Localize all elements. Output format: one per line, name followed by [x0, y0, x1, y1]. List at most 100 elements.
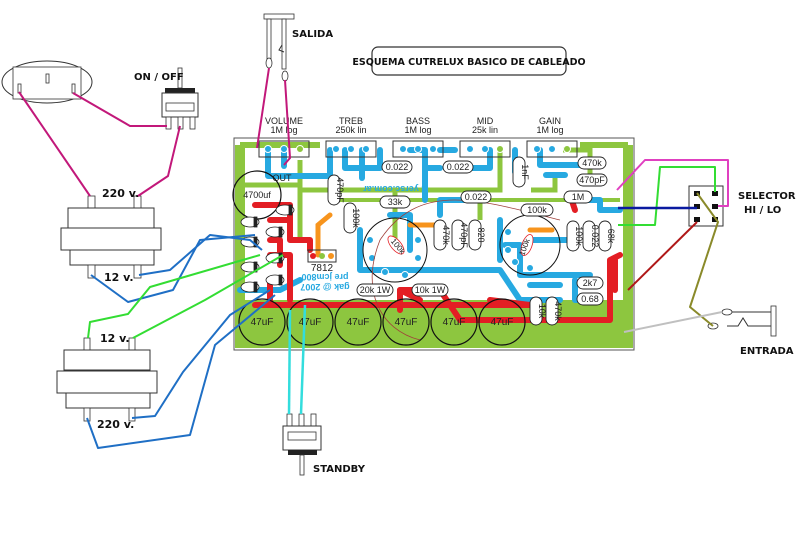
component-c-1nF: 1nF	[512, 156, 530, 188]
component-label: 33k	[388, 197, 403, 207]
pot-footprint-treb	[325, 140, 377, 158]
component-r-100k-b: 100k	[343, 202, 361, 234]
wire-mains-2	[72, 92, 167, 127]
filter-cap-5-label: 47uF	[443, 317, 466, 328]
filter-cap-2-label: 47uF	[299, 317, 322, 328]
pot-volume-name: VOLUME	[265, 116, 303, 126]
component-label: 0.022	[447, 162, 470, 172]
input-jack-label: ENTRADA	[740, 346, 794, 357]
component-label: 0.022	[590, 225, 600, 248]
title-box: ESQUEMA CUTRELUX BASICO DE CABLEADO	[352, 46, 586, 76]
vertical-components: 470pF 100k 1nF 470k 470pF 820 100k 0.022 68k 10k 4…	[327, 156, 616, 326]
component-c-0022-c: 0.022	[460, 190, 492, 204]
filter-capacitors: 47uF 47uF 47uF 47uF 47uF 47uF	[238, 298, 526, 346]
wire-12v-top-b	[138, 234, 263, 276]
out-label: OUT	[273, 173, 293, 183]
pot-footprint-bass	[392, 140, 444, 158]
component-label: 0.68	[581, 294, 599, 304]
component-r-068: 0.68	[576, 292, 604, 306]
component-label: 10k 1W	[415, 285, 446, 295]
wire-12v-bottom-b	[132, 254, 284, 339]
filter-cap-6	[478, 298, 526, 346]
wire-standby-a	[287, 309, 292, 415]
filter-cap-4	[382, 298, 430, 346]
filter-cap-5	[430, 298, 478, 346]
component-label: 470pF	[459, 222, 469, 248]
wire-220-bottom-b	[131, 289, 271, 419]
component-label: 470k	[441, 225, 451, 245]
component-c-470pF-treb: 470pF	[327, 174, 345, 206]
pot-mid-name: MID	[477, 116, 494, 126]
pot-bass-value: 1M log	[404, 125, 431, 135]
power-switch-label: ON / OFF	[134, 72, 184, 83]
capacitor-4700uf-label: 4700uf	[243, 190, 271, 200]
regulator-7812-label: 7812	[311, 263, 334, 274]
component-label: 820	[476, 227, 486, 242]
selector-mode-label: HI / LO	[744, 205, 781, 216]
pot-footprint-gain	[526, 140, 578, 158]
component-c-0022-d: 0.022	[582, 220, 600, 252]
component-label: 100k	[527, 205, 547, 215]
component-c-470pF-b: 470pF	[451, 219, 469, 251]
filter-cap-3-label: 47uF	[347, 317, 370, 328]
pot-treb-name: TREB	[339, 116, 363, 126]
wire-mains-3	[137, 125, 181, 197]
input-jack[interactable]	[707, 305, 777, 337]
standby-switch[interactable]	[282, 413, 322, 476]
component-label: 470k	[582, 158, 602, 168]
wire-selector-pink	[616, 159, 729, 207]
transformer-top	[60, 195, 162, 279]
pot-footprint-mid	[459, 140, 511, 158]
pot-mid-value: 25k lin	[472, 125, 498, 135]
transformer-bottom	[56, 337, 158, 422]
component-label: 470k	[553, 301, 563, 321]
component-label: 470pF	[335, 177, 345, 203]
pot-gain-name: GAIN	[539, 116, 561, 126]
wire-output-tip	[283, 79, 291, 166]
pcb-board: OUT d yersc.com.ar pre jcm800 gak @ 2007…	[232, 137, 635, 351]
filter-cap-2	[286, 298, 334, 346]
component-r-100k-a: 100k	[520, 203, 554, 217]
component-label: 0.022	[465, 192, 488, 202]
wire-selector-green	[618, 166, 716, 226]
filter-cap-4-label: 47uF	[395, 317, 418, 328]
component-label: 100k	[351, 208, 361, 228]
credit-website: d yersc.com.ar	[363, 184, 427, 194]
pot-bass-name: BASS	[406, 116, 430, 126]
diagram-title: ESQUEMA CUTRELUX BASICO DE CABLEADO	[352, 57, 585, 68]
component-label: 68k	[606, 229, 616, 244]
component-r-10k: 10k	[529, 296, 547, 326]
component-r-100k-c: 100k	[566, 220, 584, 252]
component-r-470k-c: 470k	[545, 296, 563, 326]
filter-cap-1-label: 47uF	[251, 317, 274, 328]
wire-12v-bottom-a	[87, 254, 261, 339]
pot-gain-value: 1M log	[536, 125, 563, 135]
ac-power-inlet	[1, 60, 93, 104]
power-switch[interactable]	[161, 67, 199, 130]
component-label: 1nF	[520, 164, 530, 180]
component-label: 0.022	[386, 162, 409, 172]
pot-footprints	[258, 140, 578, 158]
component-c-470pF-gain: 470pF	[576, 173, 608, 187]
output-jack-label: SALIDA	[292, 29, 333, 40]
component-label: 470pF	[579, 175, 605, 185]
pot-treb-value: 250k lin	[335, 125, 366, 135]
pot-labels: VOLUME 1M log TREB 250k lin BASS 1M log …	[265, 116, 564, 135]
component-r-1M: 1M	[563, 190, 593, 204]
wire-selector-darkred	[627, 221, 698, 291]
component-label: 10k	[537, 304, 547, 319]
wire-mains-1	[18, 91, 91, 197]
filter-cap-3	[334, 298, 382, 346]
output-jack[interactable]	[263, 13, 295, 82]
transformer-bottom-secondary-label: 12 v.	[100, 332, 130, 345]
component-label: 1M	[572, 192, 585, 202]
pot-footprint-volume	[258, 140, 310, 158]
wire-input-grey	[623, 311, 723, 333]
component-r-10k-1W: 10k 1W	[411, 283, 449, 297]
transformer-bottom-primary-label: 220 v.	[97, 418, 134, 431]
component-r-470k-b: 470k	[433, 219, 451, 251]
component-c-0022-b: 0.022	[442, 160, 474, 174]
component-r-470k-a: 470k	[577, 156, 607, 170]
